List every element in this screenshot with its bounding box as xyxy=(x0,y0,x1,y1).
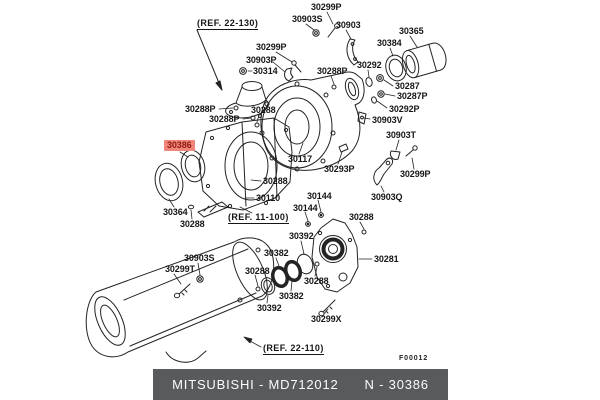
part-label[interactable]: 30903Q xyxy=(371,192,403,202)
ref-22-130-arrow xyxy=(196,29,223,91)
part-label[interactable]: 30287P xyxy=(397,91,428,101)
part-label[interactable]: 30288 xyxy=(245,266,270,276)
sleeve-30365-icon xyxy=(401,42,447,79)
part-label[interactable]: 30293P xyxy=(324,164,355,174)
seal-30364-icon xyxy=(154,162,184,202)
part-label[interactable]: 30288 xyxy=(180,219,205,229)
bolt-30299p-mid-icon xyxy=(291,60,302,73)
part-label[interactable]: 30287 xyxy=(395,81,420,91)
oring-30292p-icon xyxy=(371,96,377,104)
part-label[interactable]: 30299T xyxy=(165,264,195,274)
part-label[interactable]: 30382 xyxy=(279,291,304,301)
bracket-30903t-icon xyxy=(390,145,418,160)
bracket-30903v-icon xyxy=(357,111,367,125)
oring-30292-icon xyxy=(365,77,373,87)
part-label[interactable]: 30382 xyxy=(264,248,289,258)
part-label[interactable]: 30299P xyxy=(311,2,342,12)
gear-case-drawing xyxy=(198,117,293,211)
part-label[interactable]: 30292 xyxy=(357,60,382,70)
clip-30293p-icon xyxy=(338,143,349,153)
part-label[interactable]: 30299P xyxy=(256,42,287,52)
part-label[interactable]: 30903V xyxy=(372,115,403,125)
footer-catalog-number: N - 30386 xyxy=(364,377,429,392)
part-label[interactable]: 30365 xyxy=(399,26,424,36)
leader-lines xyxy=(168,11,418,348)
part-label[interactable]: 30144 xyxy=(293,203,318,213)
part-label[interactable]: 30392 xyxy=(289,231,314,241)
ref-label-11-100[interactable]: (REF. 11-100) xyxy=(228,212,289,224)
grommet-30903s-top-icon xyxy=(312,29,320,37)
bracket-30903p-icon xyxy=(284,67,294,82)
part-label[interactable]: 30299P xyxy=(400,169,431,179)
part-label[interactable]: 30288P xyxy=(317,66,348,76)
part-label[interactable]: 30288 xyxy=(263,176,288,186)
part-label[interactable]: 30384 xyxy=(377,38,402,48)
part-label[interactable]: 30903T xyxy=(386,130,416,140)
part-label[interactable]: 30903S xyxy=(292,14,323,24)
grommet-30903s-bottom-icon xyxy=(196,275,204,283)
nut-30287p-icon xyxy=(377,90,385,98)
footer-bar: MITSUBISHI - MD712012 N - 30386 xyxy=(153,369,448,400)
ref-label-22-130[interactable]: (REF. 22-130) xyxy=(197,18,259,30)
plug-30287-icon xyxy=(376,74,384,82)
seal-30382-lower-icon xyxy=(270,265,290,289)
transfer-case-30117-drawing xyxy=(259,71,365,172)
part-label[interactable]: 30292P xyxy=(389,104,420,114)
part-label[interactable]: 30288 xyxy=(349,212,374,222)
part-label[interactable]: 30903S xyxy=(184,253,215,263)
part-label-highlighted[interactable]: 30386 xyxy=(164,140,195,151)
part-label[interactable]: 30364 xyxy=(163,207,188,217)
part-label[interactable]: 30288 xyxy=(304,276,329,286)
part-label[interactable]: 30288 xyxy=(251,105,276,115)
part-label[interactable]: 30281 xyxy=(374,254,399,264)
bolt-30299x-icon xyxy=(318,299,336,317)
bolt-30299t-icon xyxy=(173,283,191,299)
screw-30314-icon xyxy=(239,67,247,75)
lever-30903q-icon xyxy=(373,157,393,186)
part-label[interactable]: 30903 xyxy=(336,20,361,30)
part-label[interactable]: 30392 xyxy=(257,303,282,313)
part-label[interactable]: 30299X xyxy=(311,314,342,324)
rear-cover-30281-drawing xyxy=(311,218,359,293)
footer-brand-part-number: MITSUBISHI - MD712012 xyxy=(172,377,339,392)
part-label[interactable]: 30110 xyxy=(256,193,281,203)
small-bolt-dots xyxy=(187,84,367,292)
gasket-strip-icon xyxy=(197,201,229,218)
seal-30384-icon xyxy=(385,54,407,82)
bolts-30144-icon xyxy=(305,212,324,227)
part-label[interactable]: 30288P xyxy=(209,114,240,124)
figure-code: F00012 xyxy=(399,355,429,362)
part-label[interactable]: 30288P xyxy=(185,104,216,114)
ref-label-22-110[interactable]: (REF. 22-110) xyxy=(263,343,324,355)
part-label[interactable]: 30903P xyxy=(246,55,277,65)
bracket-30903-icon xyxy=(346,38,359,66)
part-label[interactable]: 30117 xyxy=(288,154,313,164)
part-label[interactable]: 30314 xyxy=(253,66,278,76)
bolt-30299p-top-icon xyxy=(327,23,340,38)
extension-housing-drawing xyxy=(85,237,275,363)
part-label[interactable]: 30144 xyxy=(307,191,332,201)
